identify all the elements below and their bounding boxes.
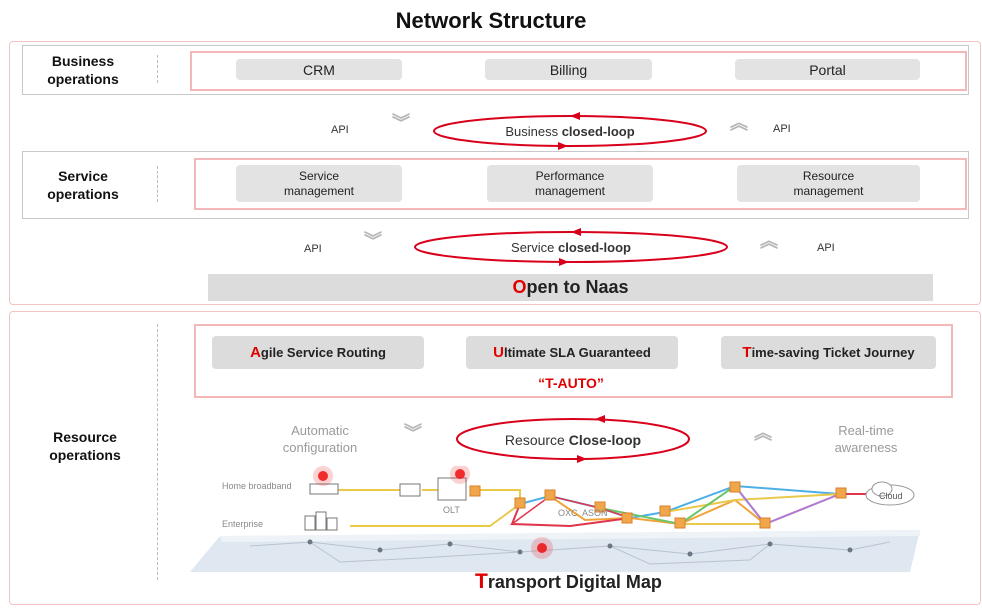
feature-text: ltimate SLA Guaranteed bbox=[503, 345, 651, 360]
portal-box[interactable]: Portal bbox=[735, 59, 920, 80]
loop-text-bold: closed-loop bbox=[561, 123, 635, 139]
cloud-label: Cloud bbox=[879, 491, 903, 501]
performance-management-box[interactable]: Performance management bbox=[487, 165, 653, 202]
page-title: Network Structure bbox=[395, 8, 587, 33]
loop-text: Resource bbox=[504, 432, 569, 448]
api-label-right: API bbox=[817, 242, 835, 254]
operations-panel bbox=[9, 41, 981, 305]
resource-operations-label: Resource operations bbox=[49, 429, 121, 463]
resource-close-loop-label: Resource Close-loop bbox=[453, 429, 693, 451]
service-items-box bbox=[194, 158, 967, 210]
business-items-box bbox=[190, 51, 967, 91]
resource-management-box[interactable]: Resource management bbox=[737, 165, 920, 202]
api-label-right: API bbox=[773, 123, 791, 135]
open-to-naas-text: pen to Naas bbox=[526, 277, 629, 297]
double-chevron-down-icon: ︾ bbox=[364, 231, 382, 251]
service-management-box[interactable]: Service management bbox=[236, 165, 402, 202]
divider bbox=[157, 166, 158, 202]
loop-text: Business bbox=[505, 123, 562, 139]
cloud-icon bbox=[865, 481, 915, 506]
double-chevron-down-icon: ︾ bbox=[404, 423, 422, 443]
business-closed-loop-label: Business closed-loop bbox=[430, 121, 710, 141]
olt-label: OLT bbox=[443, 505, 460, 515]
enterprise-label: Enterprise bbox=[222, 519, 264, 529]
enterprise-link bbox=[350, 503, 521, 527]
map-platform-shade bbox=[220, 530, 920, 542]
divider bbox=[157, 55, 158, 83]
transport-digital-map-caption: Transport Digital Map bbox=[475, 570, 662, 594]
transport-digital-map bbox=[190, 466, 920, 572]
real-time-awareness-note: Real-time awareness bbox=[834, 423, 898, 455]
open-to-naas-first-letter: O bbox=[512, 277, 527, 297]
closed-loop-ellipse-icon bbox=[433, 112, 707, 150]
feature-text: ime-saving Ticket Journey bbox=[751, 345, 915, 360]
t-auto-label: “T-AUTO” bbox=[538, 375, 604, 391]
oxc-ason-label: OXC ASON bbox=[558, 508, 608, 518]
double-chevron-up-icon: ︽ bbox=[760, 231, 778, 251]
double-chevron-up-icon: ︽ bbox=[730, 113, 748, 133]
api-label-left: API bbox=[304, 243, 322, 255]
business-row bbox=[22, 45, 969, 95]
loop-text-bold: closed-loop bbox=[558, 239, 631, 255]
double-chevron-down-icon: ︾ bbox=[392, 113, 410, 133]
caption-first-letter: T bbox=[475, 570, 488, 593]
resource-panel bbox=[9, 311, 981, 605]
closed-loop-ellipse-icon bbox=[456, 415, 690, 463]
business-operations-label: Business operations bbox=[47, 53, 119, 87]
hotspot-icon bbox=[318, 471, 328, 481]
service-row bbox=[22, 151, 969, 219]
ason-highlight-path bbox=[509, 495, 631, 527]
api-label-left: API bbox=[331, 124, 349, 136]
splitter-icon bbox=[399, 483, 421, 497]
hotspot-icon bbox=[455, 469, 465, 479]
caption-text: ransport Digital Map bbox=[487, 572, 662, 592]
home-broadband-link bbox=[335, 489, 521, 504]
enterprise-building-icon bbox=[304, 511, 338, 531]
olt-device-icon bbox=[437, 477, 467, 501]
feature-text: gile Service Routing bbox=[260, 345, 386, 360]
feature-first-letter: A bbox=[250, 344, 261, 361]
hotspot-icon bbox=[537, 543, 547, 553]
home-modem-icon bbox=[309, 483, 339, 495]
feature-first-letter: U bbox=[493, 344, 504, 361]
divider bbox=[157, 324, 158, 580]
automatic-configuration-note: Automatic configuration bbox=[282, 423, 358, 455]
t-auto-box bbox=[194, 324, 953, 398]
home-broadband-label: Home broadband bbox=[222, 481, 292, 491]
loop-text-bold: Close-loop bbox=[568, 432, 642, 448]
loop-text: Service bbox=[511, 239, 558, 255]
closed-loop-ellipse-icon bbox=[414, 228, 728, 266]
crm-box[interactable]: CRM bbox=[236, 59, 402, 80]
double-chevron-up-icon: ︽ bbox=[754, 423, 772, 443]
billing-box[interactable]: Billing bbox=[485, 59, 652, 80]
service-closed-loop-label: Service closed-loop bbox=[411, 237, 731, 257]
service-operations-label: Service operations bbox=[47, 168, 119, 202]
feature-first-letter: T bbox=[742, 344, 752, 361]
